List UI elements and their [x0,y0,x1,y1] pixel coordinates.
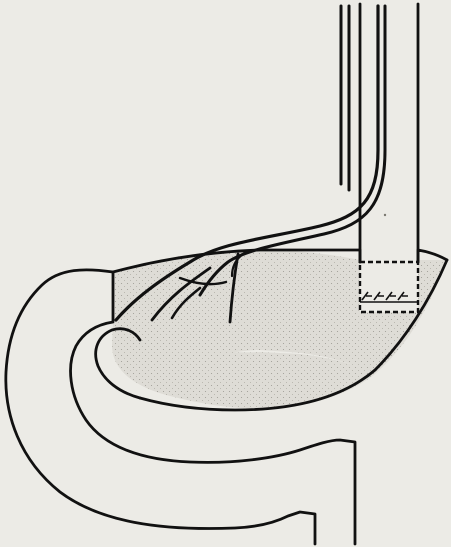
paper-speck [384,214,386,216]
